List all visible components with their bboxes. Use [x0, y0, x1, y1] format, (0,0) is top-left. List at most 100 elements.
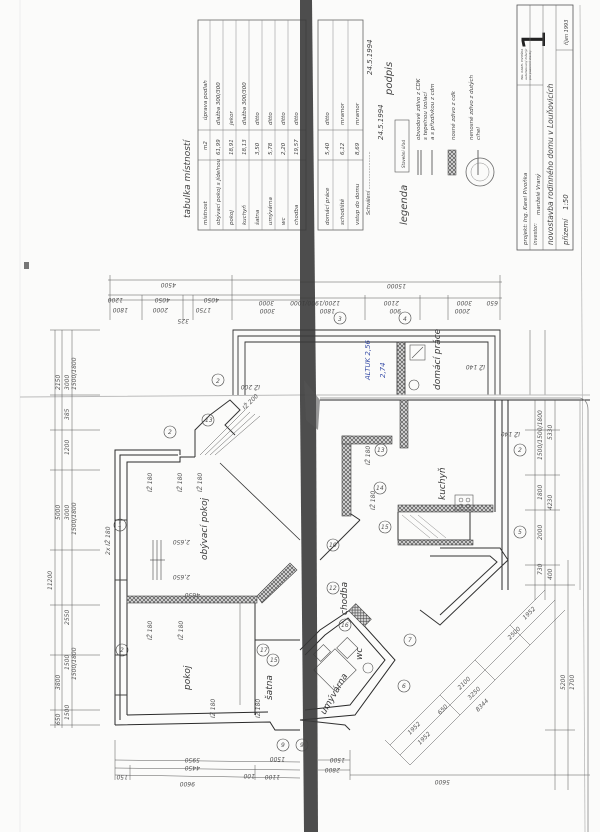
- svg-text:šatna: šatna: [254, 209, 261, 225]
- svg-text:IŽ 180: IŽ 180: [364, 446, 372, 465]
- svg-text:umývárna: umývárna: [267, 197, 274, 225]
- svg-text:IŽ 180: IŽ 180: [254, 699, 262, 718]
- svg-text:9600: 9600: [180, 780, 195, 787]
- svg-text:5330: 5330: [547, 425, 554, 440]
- svg-text:7: 7: [408, 637, 412, 644]
- svg-text:IŽ 140: IŽ 140: [501, 430, 520, 438]
- svg-text:mramor: mramor: [340, 102, 346, 125]
- svg-text:IŽ 180: IŽ 180: [176, 473, 184, 492]
- svg-text:místnost: místnost: [202, 200, 209, 225]
- svg-text:61,99: 61,99: [216, 139, 222, 155]
- svg-text:IŽ 180: IŽ 180: [177, 621, 185, 640]
- svg-text:2,650: 2,650: [173, 573, 190, 580]
- window-mark-labels: 1 2 2 13 17 15 9 9 13 14 15 10 12 16 7 6…: [118, 417, 522, 749]
- top-dimensions: [108, 275, 546, 395]
- svg-text:novostavba rodinného domu v Lo: novostavba rodinného domu v Louňovicích: [546, 83, 555, 245]
- svg-text:obvodové zdivo z CDK: obvodové zdivo z CDK: [415, 78, 422, 140]
- svg-text:kuchyň: kuchyň: [241, 205, 248, 225]
- svg-text:IŽ 180: IŽ 180: [209, 699, 217, 718]
- bottom-dimension-labels: 5950 4450 150 100 1100 9600 1500 1500 28…: [116, 755, 450, 787]
- svg-text:325: 325: [177, 317, 189, 324]
- hatch-symbol: [447, 149, 457, 176]
- svg-text:1800: 1800: [537, 485, 544, 500]
- svg-text:5,40: 5,40: [325, 142, 331, 155]
- handwritten-note: 2,74: [379, 362, 387, 378]
- svg-text:12: 12: [329, 585, 337, 592]
- svg-text:legenda: legenda: [399, 185, 410, 225]
- svg-text:4050: 4050: [204, 296, 219, 303]
- room-label-living: obývací pokoj: [200, 497, 210, 560]
- svg-text:6: 6: [402, 683, 406, 690]
- svg-text:IŽ 180: IŽ 180: [146, 473, 154, 492]
- window-mark-3: 3: [338, 316, 342, 323]
- legend: legenda obvodové zdivo z CDK s tepelnou …: [399, 74, 495, 225]
- svg-text:18,13: 18,13: [242, 139, 248, 155]
- svg-text:900: 900: [389, 307, 401, 314]
- svg-text:385: 385: [64, 408, 71, 420]
- svg-text:4650: 4650: [185, 591, 200, 598]
- room-label-wardrobe: šatna: [264, 675, 275, 700]
- svg-text:1500: 1500: [64, 705, 71, 720]
- svg-text:15000: 15000: [387, 282, 406, 289]
- svg-text:autorizovaný inženýr: autorizovaný inženýr: [524, 48, 528, 80]
- svg-text:1200: 1200: [108, 296, 123, 303]
- svg-text:5000: 5000: [55, 505, 62, 520]
- svg-text:6,12: 6,12: [340, 142, 346, 155]
- svg-text:1952: 1952: [406, 721, 422, 737]
- svg-text:2: 2: [168, 429, 172, 436]
- svg-text:ditto: ditto: [268, 112, 274, 125]
- sheet-number: 1: [515, 30, 553, 50]
- svg-text:2000: 2000: [153, 306, 168, 313]
- svg-text:1500/1800: 1500/1800: [71, 647, 78, 680]
- svg-text:1800: 1800: [320, 307, 335, 314]
- svg-text:1500/1800: 1500/1800: [71, 357, 78, 390]
- plan-upper-strip: [232, 329, 501, 396]
- svg-text:IŽ 180: IŽ 180: [146, 621, 154, 640]
- window-mark-4: 4: [403, 316, 407, 323]
- svg-text:1:50: 1:50: [562, 194, 570, 210]
- left-dimensions: [50, 329, 100, 728]
- svg-text:19,57: 19,57: [294, 139, 300, 155]
- svg-text:1200: 1200: [64, 440, 71, 455]
- svg-text:nenosné zdivo z dutých: nenosné zdivo z dutých: [468, 74, 475, 140]
- svg-text:dlažba 300/300: dlažba 300/300: [241, 82, 248, 125]
- svg-text:říjen 1993: říjen 1993: [563, 20, 570, 45]
- svg-text:1500/1500/1800: 1500/1500/1800: [537, 410, 544, 460]
- svg-text:IŽ 180: IŽ 180: [369, 491, 377, 510]
- beam-symbol: [150, 540, 165, 580]
- room-label-room: pokoj: [183, 665, 193, 691]
- svg-text:1700: 1700: [569, 675, 576, 690]
- svg-text:jekor: jekor: [229, 111, 235, 126]
- svg-text:4230: 4230: [547, 495, 554, 510]
- svg-text:3000: 3000: [64, 505, 71, 520]
- svg-text:730: 730: [537, 563, 544, 575]
- svg-text:1952: 1952: [416, 731, 432, 747]
- svg-text:13: 13: [377, 447, 385, 454]
- sheet-edge: [320, 397, 589, 832]
- svg-text:9: 9: [281, 742, 285, 749]
- svg-text:15: 15: [381, 524, 389, 531]
- svg-text:11200: 11200: [47, 571, 54, 590]
- svg-text:2500: 2500: [506, 626, 522, 642]
- svg-text:1800: 1800: [113, 306, 128, 313]
- svg-text:3,50: 3,50: [255, 142, 261, 155]
- svg-text:18,91: 18,91: [229, 139, 235, 155]
- svg-text:8344: 8344: [474, 698, 490, 714]
- svg-text:14: 14: [376, 485, 384, 492]
- svg-text:ditto: ditto: [281, 112, 287, 125]
- svg-text:4500: 4500: [161, 281, 176, 288]
- svg-text:tabulka místností: tabulka místností: [183, 139, 193, 218]
- room-label-wc: wc: [355, 648, 365, 660]
- svg-text:2: 2: [120, 647, 124, 654]
- svg-text:1500: 1500: [64, 655, 71, 670]
- svg-text:5,78: 5,78: [268, 142, 274, 155]
- svg-text:nosné zdivo z cdk: nosné zdivo z cdk: [450, 90, 457, 140]
- round-stamp: [465, 157, 495, 187]
- window-marks: [113, 413, 527, 752]
- svg-text:2800: 2800: [325, 766, 340, 773]
- svg-text:pokoj: pokoj: [229, 210, 235, 226]
- beam-annotations: 2x IŽ 180 IŽ 180 IŽ 180 IŽ 180 IŽ 180 IŽ…: [104, 392, 520, 718]
- svg-text:9: 9: [300, 742, 304, 749]
- room-label-washroom: umývárna: [319, 672, 350, 716]
